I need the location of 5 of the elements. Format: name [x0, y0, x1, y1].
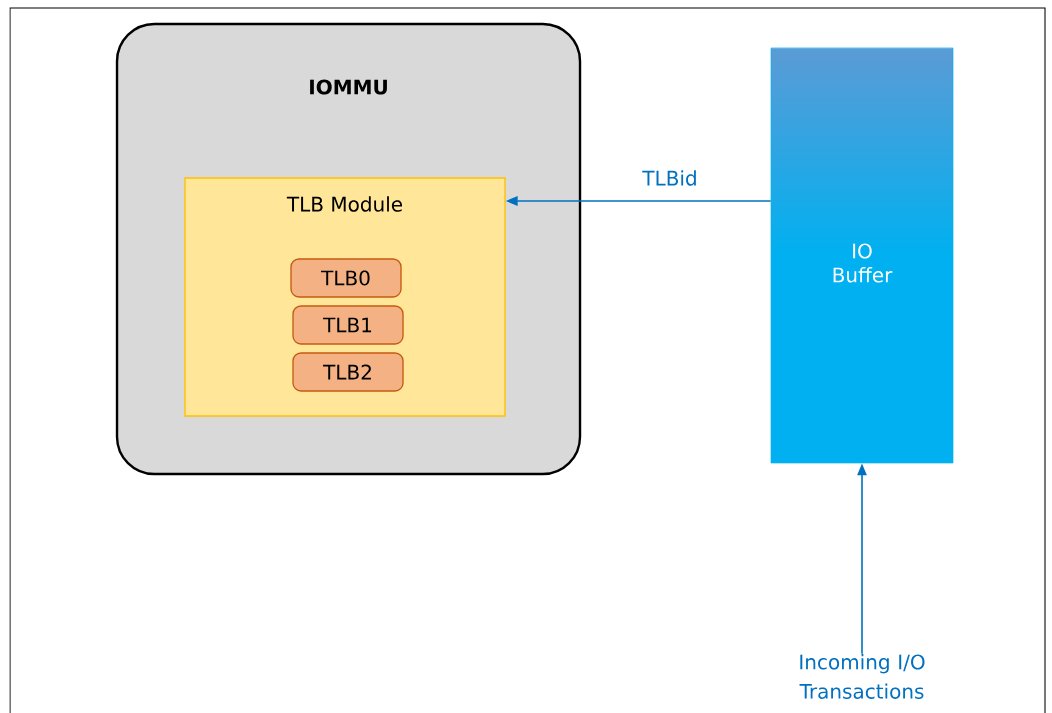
- buffer-box: IO Buffer: [770, 47, 954, 464]
- tlb-box: TLB0: [290, 258, 402, 298]
- tlb-box: TLB1: [292, 305, 404, 345]
- tlb-box: TLB2: [292, 352, 404, 392]
- edge-label: Incoming I/O Transactions: [799, 654, 925, 699]
